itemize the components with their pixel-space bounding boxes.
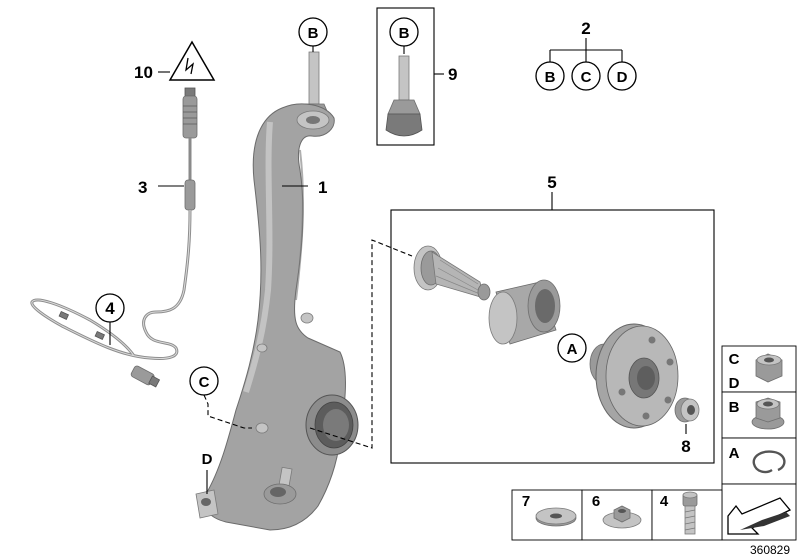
part-number-2: 2 [581, 19, 590, 38]
legend-d-label: D [729, 375, 740, 392]
assembly-dashed-leader [309, 239, 413, 449]
callout-d-left-label: D [202, 451, 213, 468]
connector-plug [184, 87, 196, 97]
part-number-8: 8 [681, 437, 690, 456]
part-number-9: 9 [448, 65, 457, 84]
cable-grommet [184, 179, 196, 211]
kit-d-label: D [617, 69, 628, 86]
sensor-cable [30, 40, 216, 388]
bottom-4-label: 4 [660, 493, 669, 510]
electrical-warning-icon [168, 40, 216, 81]
ball-joint-stud [308, 51, 320, 105]
bolt-icon [682, 491, 698, 535]
hub-nut [674, 397, 700, 423]
hub-assembly-box: A [390, 192, 715, 464]
wheel-bearing [488, 279, 561, 345]
part-number-4: 4 [105, 299, 115, 318]
callout-4-sensor [95, 293, 125, 323]
wheel-hub [589, 323, 679, 429]
steering-knuckle [195, 51, 359, 531]
callout-c-left-label: C [199, 374, 210, 391]
nut-washer-icon [602, 505, 642, 529]
direction-arrow-icon [727, 497, 792, 535]
callout-d-left: D [202, 451, 213, 494]
hardware-legend: C D B A 7 6 4 [511, 345, 797, 541]
connector-body [182, 95, 198, 139]
flange-nut-icon [751, 397, 785, 430]
diagram-number: 360829 [750, 543, 790, 557]
callout-b-inset-label: B [399, 25, 410, 42]
circlip-icon [752, 450, 786, 474]
bottom-6-label: 6 [592, 493, 600, 510]
group-2-bracket: B C D [535, 38, 637, 91]
callout-c-left: C [189, 366, 252, 429]
callout-a-hub-label: A [567, 341, 578, 358]
callout-b-top-label: B [308, 25, 319, 42]
sensor-cable-line [30, 209, 192, 360]
washer-icon [535, 507, 577, 527]
legend-a-label: A [729, 445, 740, 462]
kit-c-label: C [581, 69, 592, 86]
bottom-7-label: 7 [522, 493, 530, 510]
inset-ball-joint: B [376, 7, 444, 146]
kit-b-label: B [545, 69, 556, 86]
part-number-10: 10 [134, 63, 153, 82]
plug-symbol-icon [185, 57, 195, 75]
callout-b-top: B [298, 17, 328, 52]
hex-nut-icon [755, 353, 783, 383]
drive-shaft-flange [413, 245, 491, 301]
hub-assembly-frame [390, 209, 715, 464]
part-number-5: 5 [547, 173, 556, 192]
legend-c-label: C [729, 351, 740, 368]
part-number-3: 3 [138, 178, 147, 197]
part-number-1: 1 [318, 178, 327, 197]
legend-b-label: B [729, 399, 740, 416]
